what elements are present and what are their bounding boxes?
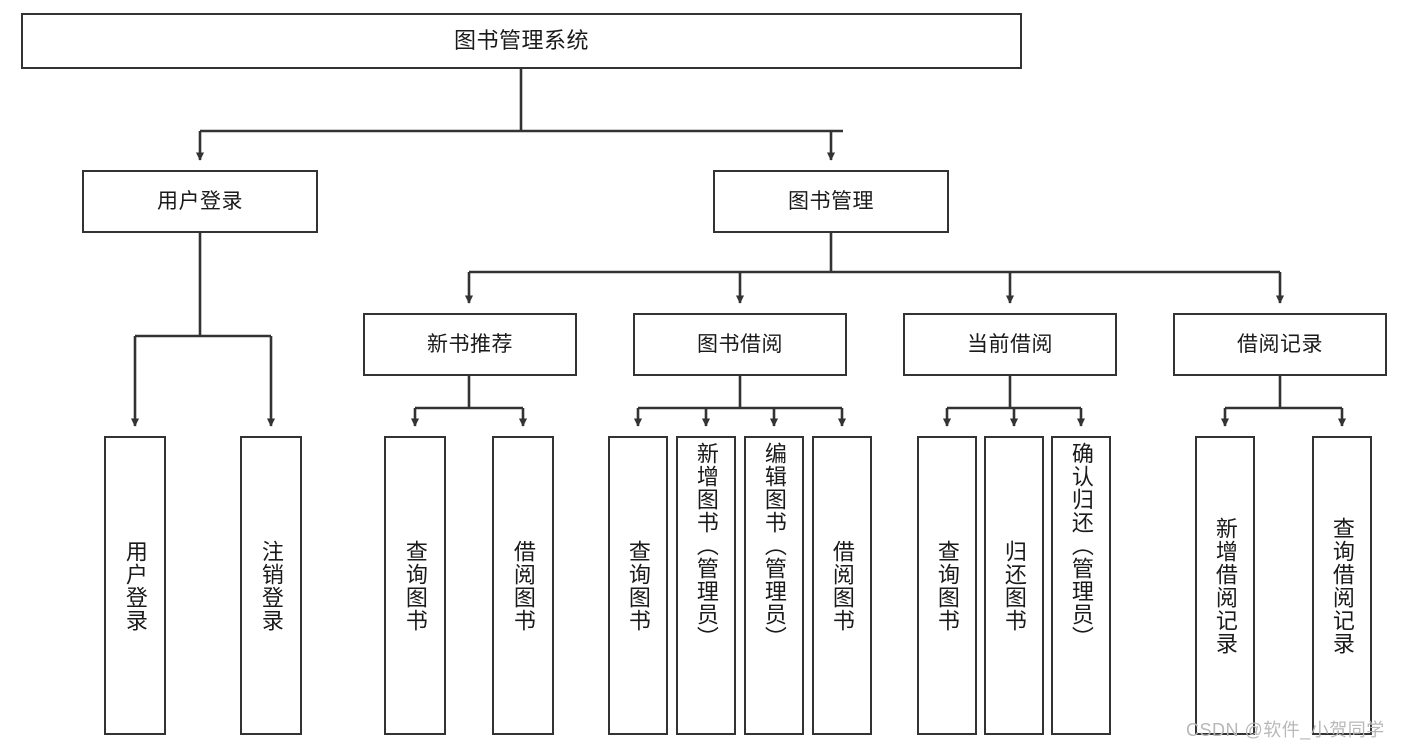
node-new-book-recommend[interactable]: 新书推荐 [363,313,577,376]
leaf-user-login[interactable]: 用户登录 [104,436,166,735]
leaf-borrow-book-recommend[interactable]: 借阅图书 [492,436,554,735]
leaf-add-borrow-record[interactable]: 新增借阅记录 [1195,436,1255,735]
node-user-login[interactable]: 用户登录 [82,170,318,233]
leaf-add-book-admin[interactable]: 新增图书（管理员） [676,436,736,735]
node-label: 借阅图书 [510,539,536,632]
node-label: 注销登录 [258,539,284,632]
leaf-return-book[interactable]: 归还图书 [984,436,1044,735]
node-label: 用户登录 [157,189,243,213]
node-label: 新书推荐 [427,332,513,356]
node-label: 图书借阅 [697,332,783,356]
node-label: 查询图书 [625,539,651,632]
node-book-management[interactable]: 图书管理 [713,170,949,233]
leaf-confirm-return-admin[interactable]: 确认归还（管理员） [1051,436,1111,735]
leaf-query-borrow-record[interactable]: 查询借阅记录 [1312,436,1372,735]
node-label: 查询图书 [934,539,960,632]
node-book-borrow[interactable]: 图书借阅 [633,313,847,376]
node-label: 借阅记录 [1237,332,1323,356]
node-label: 新增借阅记录 [1212,516,1238,655]
node-label: 借阅图书 [829,539,855,632]
node-label: 确认归还（管理员） [1068,442,1094,649]
node-label: 查询图书 [402,539,428,632]
leaf-query-book-borrow[interactable]: 查询图书 [608,436,668,735]
node-label: 用户登录 [122,539,148,632]
node-label: 图书管理 [788,189,874,213]
node-label: 查询借阅记录 [1329,516,1355,655]
node-label: 新增图书（管理员） [693,442,719,649]
leaf-logout[interactable]: 注销登录 [240,436,302,735]
leaf-query-book-recommend[interactable]: 查询图书 [384,436,446,735]
node-label: 图书管理系统 [453,27,589,53]
node-borrow-record[interactable]: 借阅记录 [1173,313,1387,376]
leaf-edit-book-admin[interactable]: 编辑图书（管理员） [744,436,804,735]
node-current-borrow[interactable]: 当前借阅 [903,313,1117,376]
node-root-book-management-system[interactable]: 图书管理系统 [21,13,1022,69]
leaf-query-book-current[interactable]: 查询图书 [917,436,977,735]
node-label: 编辑图书（管理员） [761,442,787,649]
node-label: 归还图书 [1001,539,1027,632]
csdn-watermark: CSDN @软件_小贺同学 [1186,720,1385,740]
leaf-borrow-book[interactable]: 借阅图书 [812,436,872,735]
node-label: 当前借阅 [967,332,1053,356]
